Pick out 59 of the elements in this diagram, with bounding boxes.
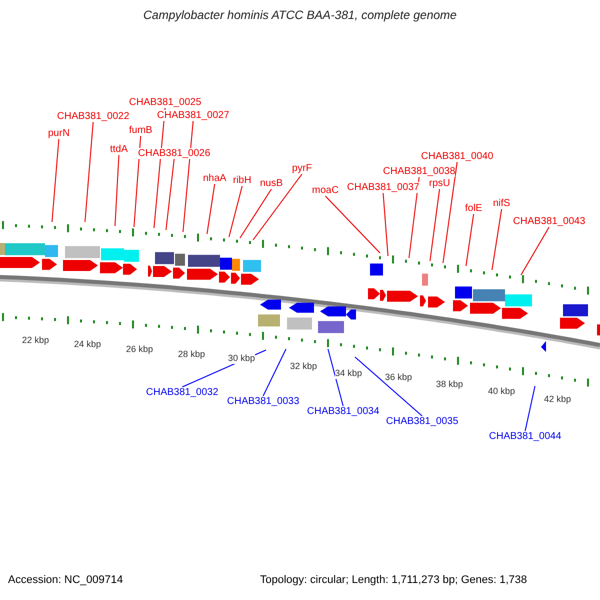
gene-label: CHAB381_0025 — [129, 97, 202, 108]
leader-line — [324, 196, 380, 254]
leader-line — [262, 348, 286, 396]
info-text: Accession: NC_009714 — [8, 575, 123, 586]
leader-line — [354, 356, 423, 416]
gene-label: CHAB381_0038 — [383, 166, 456, 177]
scale-label: 28 kbp — [178, 349, 206, 360]
gene-label: CHAB381_0035 — [386, 416, 458, 427]
scale-label: 40 kbp — [488, 386, 516, 397]
leader-line — [430, 188, 440, 262]
leader-line — [206, 184, 216, 234]
gene-label: fumB — [129, 125, 152, 136]
scale-label: 38 kbp — [436, 379, 464, 390]
leader-line — [228, 186, 243, 238]
scale-label: 32 kbp — [290, 361, 318, 372]
gene-label: CHAB381_0034 — [307, 406, 380, 417]
leader-line — [492, 208, 502, 270]
leader-line — [166, 158, 175, 230]
gene-label: nhaA — [203, 173, 226, 184]
scale-label: 30 kbp — [228, 353, 256, 364]
leader-line — [252, 174, 302, 240]
leader-line — [240, 188, 272, 238]
leader-line — [182, 120, 194, 232]
gene-label: purN — [48, 128, 70, 139]
scale-label: 34 kbp — [335, 368, 362, 379]
gene-label: CHAB381_0040 — [421, 151, 494, 162]
gene-label: CHAB381_0027 — [157, 110, 230, 121]
leader-line — [114, 154, 120, 226]
gene-label: nusB — [260, 178, 283, 189]
leader-line — [442, 162, 458, 264]
leader-line — [134, 136, 142, 228]
leader-line — [84, 122, 94, 222]
gene-label: CHAB381_0026 — [138, 148, 210, 159]
gene-label: rpsU — [429, 178, 450, 189]
gene-label: folE — [465, 203, 482, 214]
leader-line — [408, 176, 420, 258]
gene-label: CHAB381_0037 — [347, 182, 420, 193]
leader-line — [520, 226, 550, 276]
leader-line — [466, 214, 474, 266]
gene-label: ribH — [233, 175, 252, 186]
scale-label: 24 kbp — [74, 339, 102, 350]
leader-line — [328, 348, 344, 406]
gene-label: ttdA — [110, 144, 128, 155]
gene-label: CHAB381_0044 — [489, 431, 562, 442]
leader-line — [52, 138, 60, 222]
scale-label: 36 kbp — [385, 372, 412, 383]
gene-label: CHAB381_0033 — [227, 396, 300, 407]
gene-label: CHAB381_0032 — [146, 387, 218, 398]
gene-label: CHAB381_0022 — [57, 111, 130, 122]
leader-line — [524, 386, 536, 432]
leader-line — [382, 192, 388, 256]
scale-label: 22 kbp — [22, 335, 50, 346]
gene-label: moaC — [312, 185, 339, 196]
gene-label: pyrF — [292, 163, 312, 174]
scale-label: 42 kbp — [544, 394, 572, 405]
info-text: Topology: circular; Length: 1,711,273 bp; Genes: 1,738 — [260, 575, 528, 586]
gene-label: nifS — [493, 198, 510, 209]
scale-label: 26 kbp — [126, 344, 154, 355]
gene-label: CHAB381_0043 — [513, 216, 586, 227]
